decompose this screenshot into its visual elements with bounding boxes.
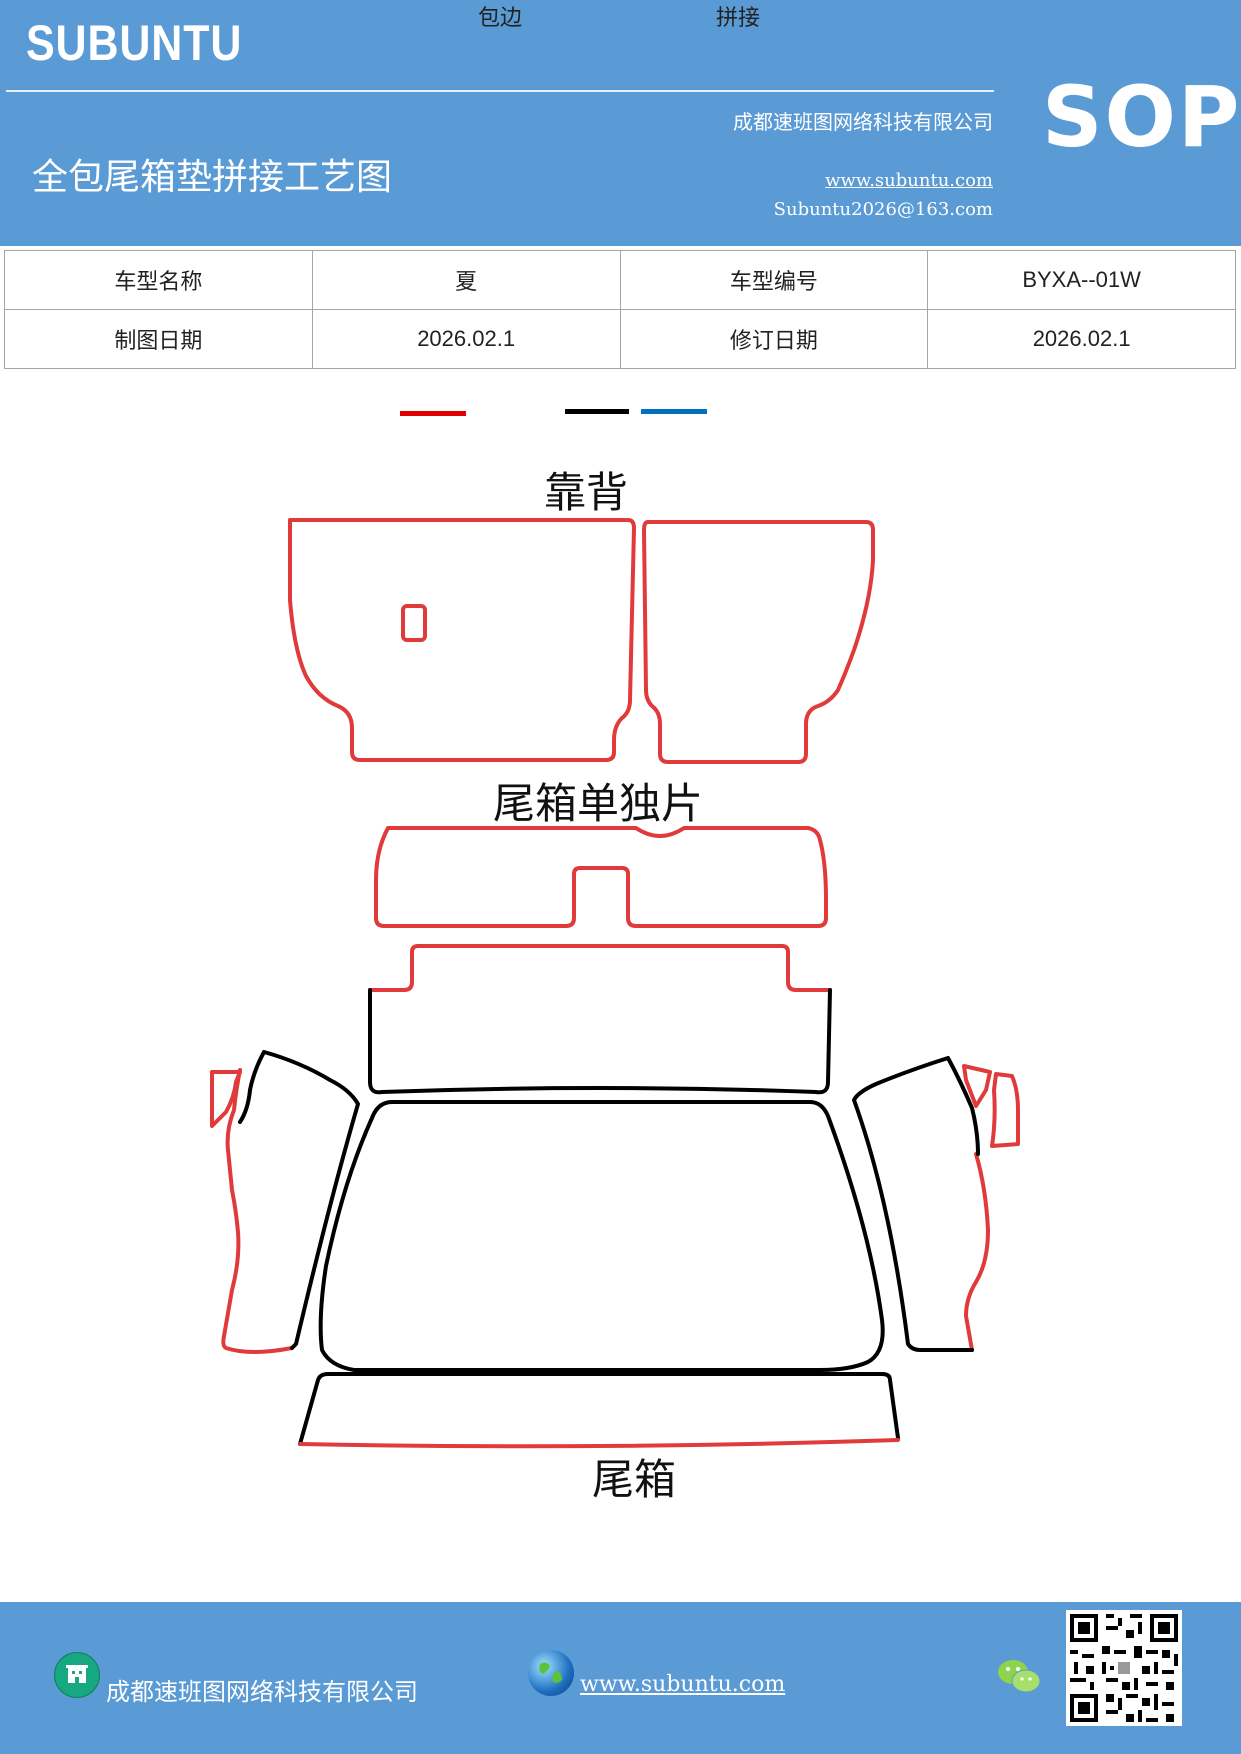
table-row: 制图日期 2026.02.1 修订日期 2026.02.1 — [4, 309, 1236, 369]
left-side-edge — [221, 1068, 294, 1354]
revise-date-label: 修订日期 — [619, 309, 929, 369]
trunk-upper-edge — [368, 944, 832, 992]
backrest-left-piece — [288, 518, 636, 762]
legend-join-label: 拼接 — [716, 6, 761, 31]
backrest-right-piece — [642, 520, 875, 764]
label-trunk-single: 尾箱单独片 — [493, 779, 703, 828]
backrest-hole — [401, 604, 427, 642]
revise-date-value: 2026.02.1 — [927, 309, 1236, 369]
left-side-seam — [238, 1050, 360, 1350]
trunk-upper-seam — [368, 988, 832, 1095]
table-row: 车型名称 夏 车型编号 BYXA--01W — [4, 250, 1236, 310]
globe-icon — [528, 1650, 574, 1696]
right-side-seam — [852, 1056, 980, 1352]
qr-code — [1066, 1610, 1182, 1726]
label-trunk: 尾箱 — [592, 1455, 676, 1504]
trunk-bumper-edge — [298, 1438, 900, 1449]
legend-edge-swatch — [400, 411, 466, 416]
sop-badge: SOP — [1042, 68, 1241, 166]
model-name-value: 夏 — [311, 250, 621, 310]
footer-company: 成都速班图网络科技有限公司 — [106, 1678, 418, 1706]
header-company: 成都速班图网络科技有限公司 — [733, 110, 993, 134]
header-website-link[interactable]: www.subuntu.com — [825, 170, 993, 191]
wechat-icon[interactable] — [996, 1656, 1042, 1696]
legend-join-swatch — [641, 409, 707, 414]
trunk-mat-diagram: 靠背 尾箱单独片 尾箱 — [210, 468, 1020, 1504]
footer-website-link[interactable]: www.subuntu.com — [580, 1672, 786, 1697]
brand-logo: SUBUNTU — [26, 15, 243, 71]
model-code-value: BYXA--01W — [927, 250, 1236, 310]
legend-seam-swatch — [565, 409, 629, 414]
building-icon — [54, 1652, 100, 1698]
right-side-edge — [964, 1152, 990, 1352]
model-code-label: 车型编号 — [619, 250, 929, 310]
draw-date-label: 制图日期 — [4, 309, 313, 369]
header-email: Subuntu2026@163.com — [773, 199, 993, 220]
legend-edge-label: 包边 — [478, 6, 523, 31]
info-table: 车型名称 夏 车型编号 BYXA--01W 制图日期 2026.02.1 修订日… — [4, 250, 1236, 369]
trunk-floor-piece — [318, 1100, 885, 1372]
page-title: 全包尾箱垫拼接工艺图 — [32, 157, 393, 198]
label-backrest: 靠背 — [544, 468, 628, 517]
header-divider — [6, 90, 994, 92]
trunk-bumper-seam — [298, 1372, 900, 1446]
model-name-label: 车型名称 — [4, 250, 313, 310]
draw-date-value: 2026.02.1 — [311, 309, 621, 369]
trunk-single-piece — [374, 826, 828, 928]
right-side-flap — [962, 1064, 1020, 1148]
header-banner: SUBUNTU 成都速班图网络科技有限公司 全包尾箱垫拼接工艺图 www.sub… — [0, 0, 1241, 246]
left-side-flap — [210, 1070, 242, 1128]
footer-banner: 成都速班图网络科技有限公司 www.subuntu.com — [0, 1602, 1241, 1754]
